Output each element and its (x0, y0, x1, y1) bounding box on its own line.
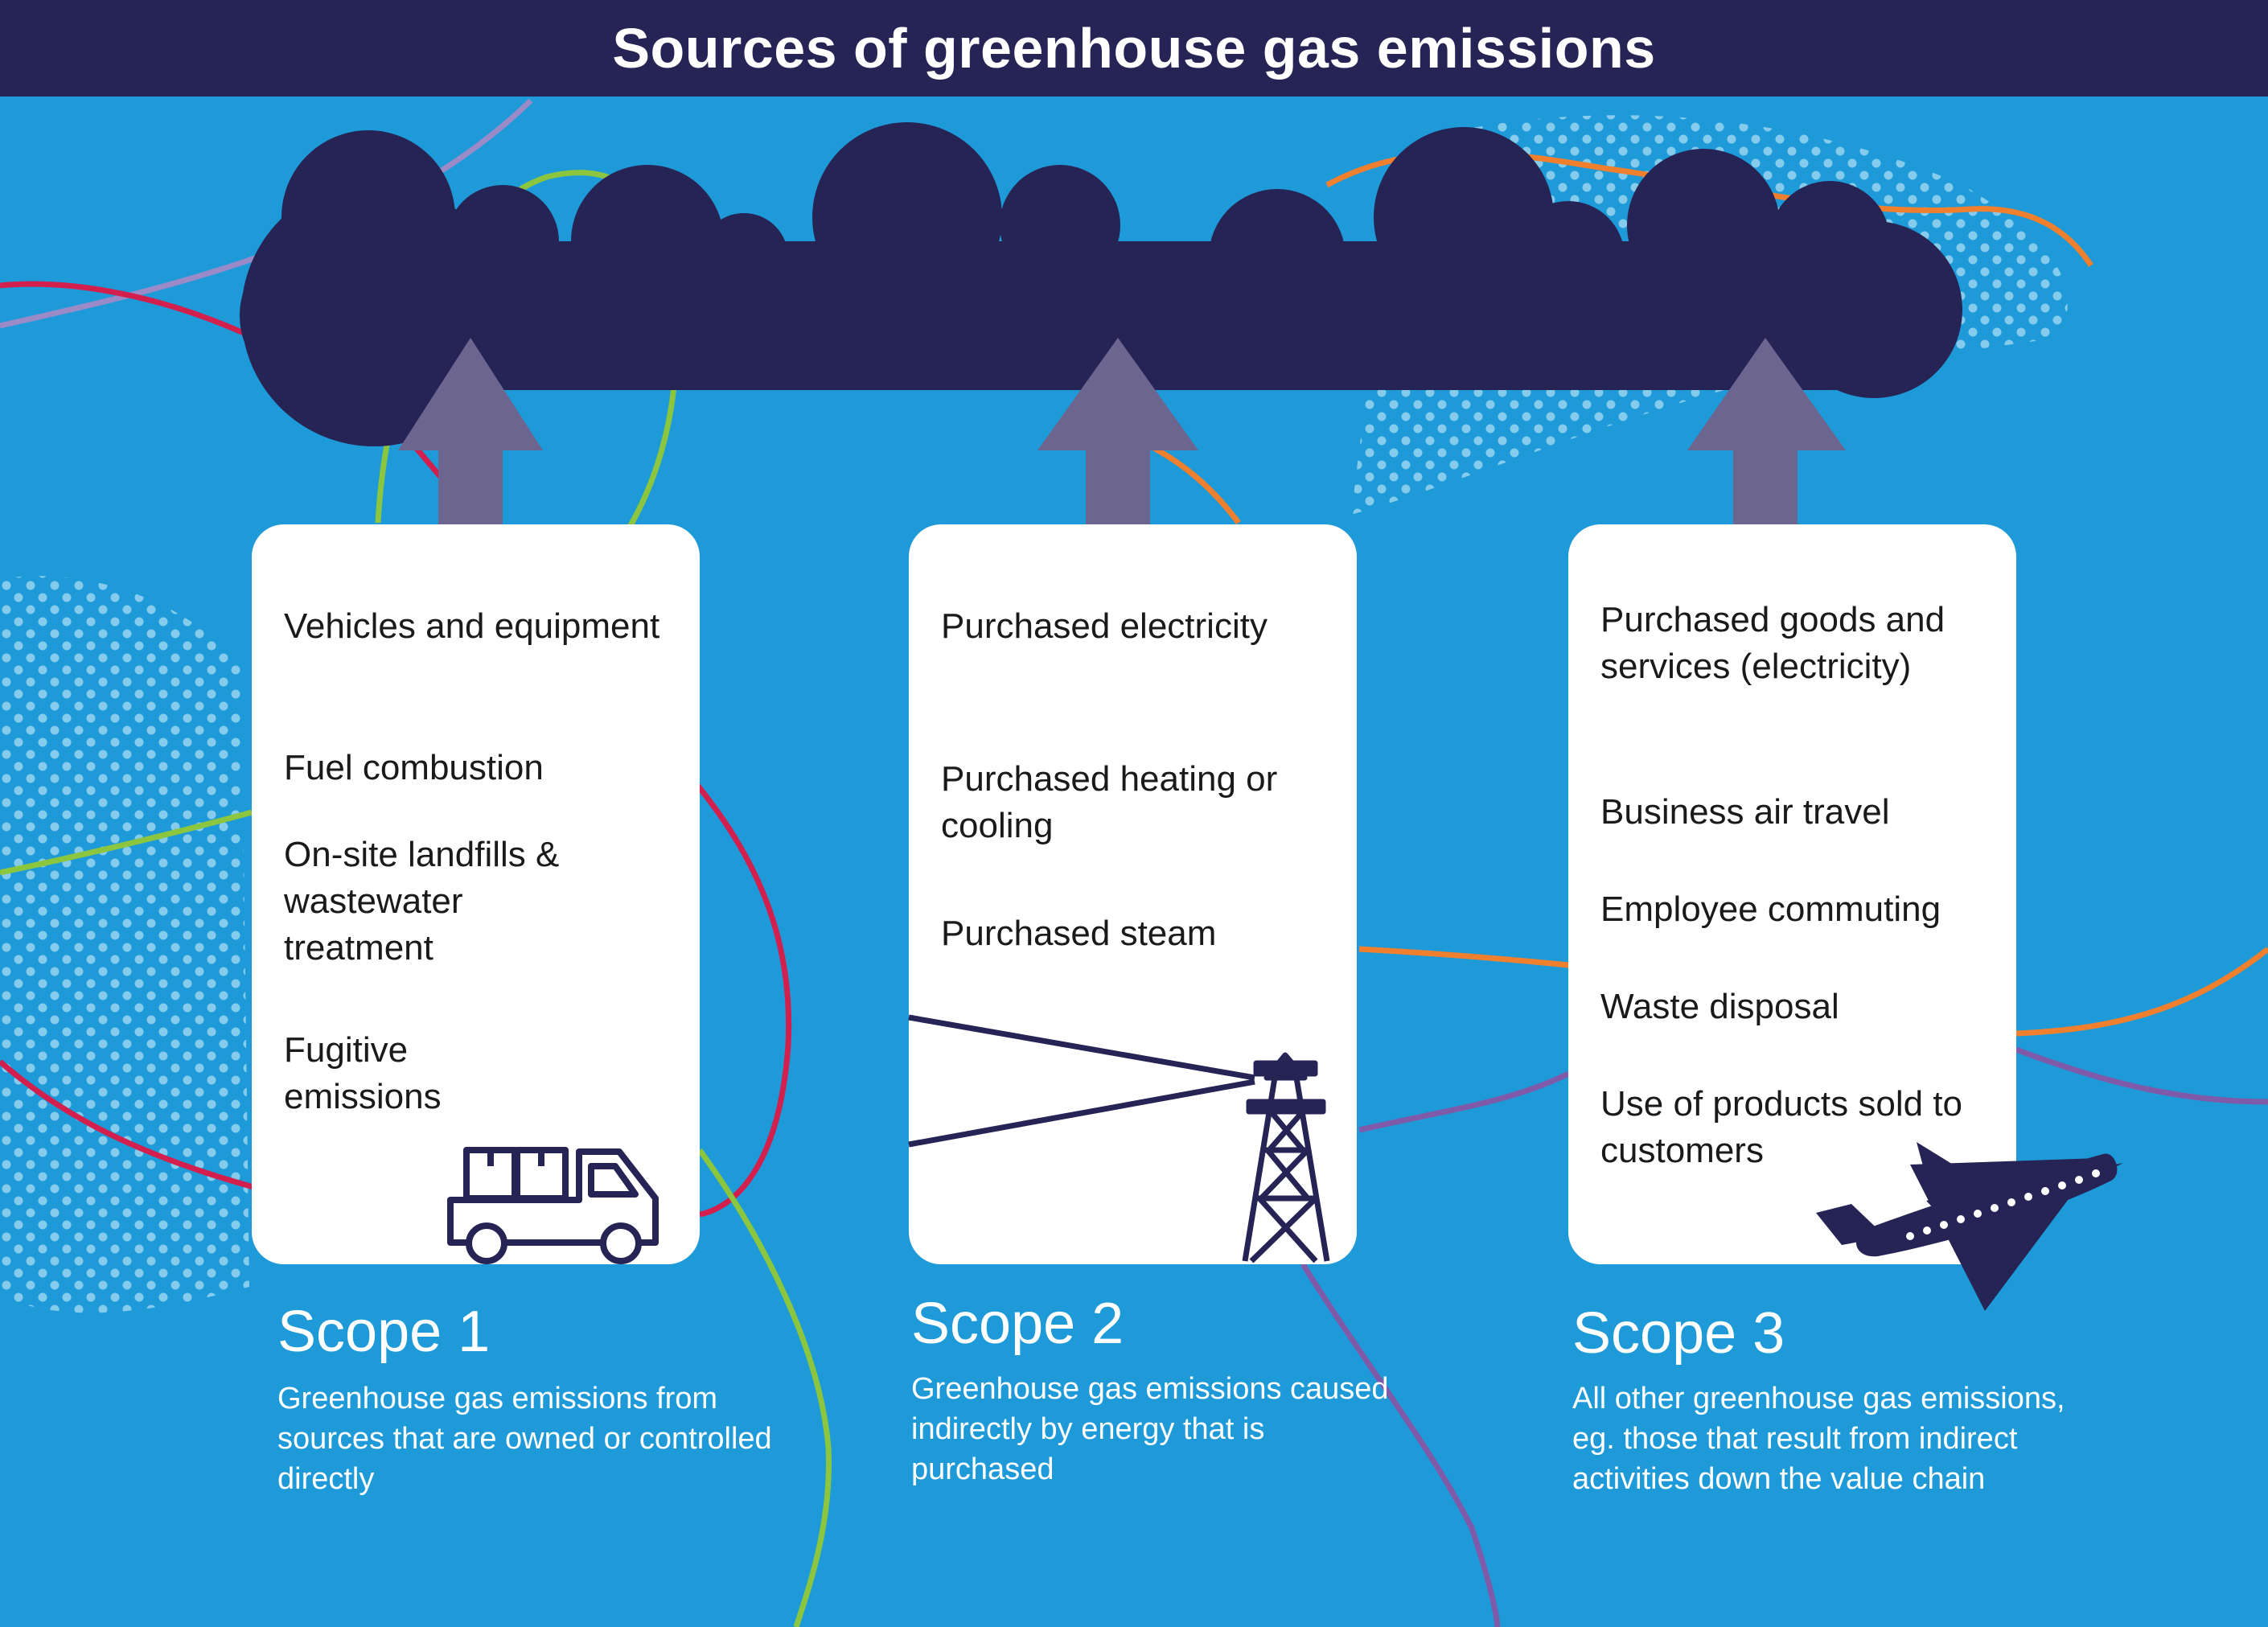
scope-1-title: Scope 1 (277, 1300, 491, 1364)
scope-3-description: All other greenhouse gas emissions, eg. … (1572, 1382, 2065, 1496)
scope-3-card: Purchased goods and services (electricit… (1568, 524, 2016, 1264)
scope-1-description: Greenhouse gas emissions from sources th… (277, 1382, 772, 1496)
scope-2-item: Purchased steam (941, 914, 1217, 953)
scope-3-item: Waste disposal (1600, 987, 1839, 1026)
scope-2-title: Scope 2 (911, 1292, 1124, 1356)
arrow-scope-2 (1037, 338, 1198, 573)
scope-1-item: Vehicles and equipment (284, 606, 660, 646)
scope-1-card: Vehicles and equipment Fuel combustion O… (252, 524, 700, 1264)
scope-2-item: Purchased electricity (941, 606, 1268, 646)
scope-2-description: Greenhouse gas emissions caused indirect… (911, 1372, 1389, 1486)
scope-2-card: Purchased electricity Purchased heating … (909, 524, 1357, 1264)
scope-1-item: On-site landfills & wastewater treatment (284, 835, 560, 968)
emission-clouds (240, 122, 1962, 446)
scope-3-item: Purchased goods and services (electricit… (1600, 600, 1945, 686)
line-purple (1300, 1046, 2268, 1627)
arrow-scope-1 (398, 338, 543, 573)
emission-arrows (398, 338, 1846, 573)
scope-1-item: Fugitive emissions (284, 1030, 442, 1116)
scope-3-title: Scope 3 (1572, 1301, 1785, 1366)
arrow-scope-3 (1687, 338, 1846, 573)
scope-1-item: Fuel combustion (284, 748, 544, 787)
scope-3-item: Use of products sold to customers (1600, 1084, 1963, 1170)
header-bar: Sources of greenhouse gas emissions (0, 0, 2268, 97)
scope-2-item: Purchased heating or cooling (941, 759, 1278, 845)
scope-3-item: Business air travel (1600, 792, 1890, 832)
page-title: Sources of greenhouse gas emissions (612, 17, 1656, 80)
scope-3-item: Employee commuting (1600, 890, 1941, 929)
dot-pattern-left (0, 576, 249, 1313)
